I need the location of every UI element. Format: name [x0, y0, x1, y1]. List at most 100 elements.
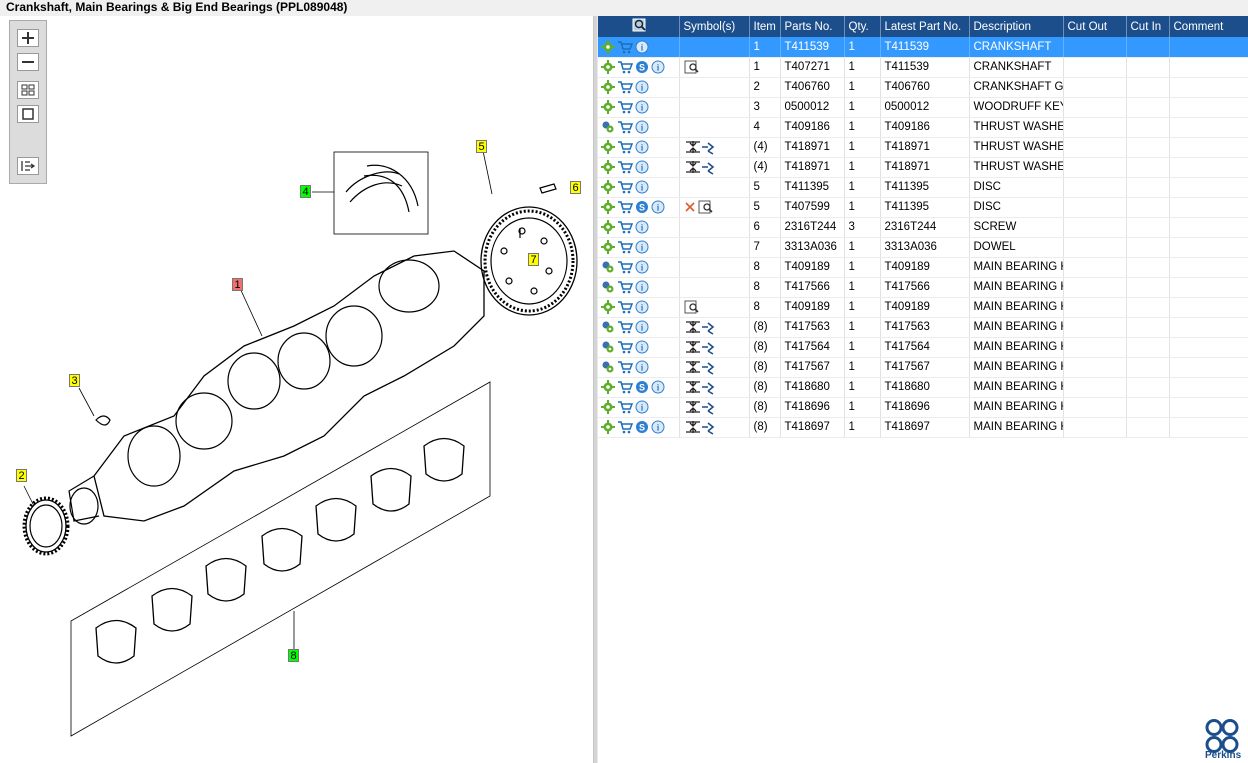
cart-icon[interactable] [617, 340, 633, 354]
info-icon[interactable]: i [635, 280, 649, 294]
cart-icon[interactable] [617, 160, 633, 174]
multi-gear-icon[interactable] [601, 360, 615, 374]
service-icon[interactable]: S [635, 380, 649, 394]
column-header-parts-no[interactable]: Parts No. [780, 16, 845, 37]
supersession-icon[interactable] [684, 359, 716, 375]
gear-icon[interactable] [601, 60, 615, 74]
info-icon[interactable]: i [651, 60, 665, 74]
cross-icon[interactable] [684, 201, 696, 213]
service-icon[interactable]: S [635, 420, 649, 434]
info-icon[interactable]: i [635, 240, 649, 254]
column-header-cut-out[interactable]: Cut Out [1063, 16, 1127, 37]
callout-3[interactable]: 3 [69, 374, 80, 387]
supersession-icon[interactable] [684, 339, 716, 355]
cart-icon[interactable] [617, 260, 633, 274]
multi-gear-icon[interactable] [601, 280, 615, 294]
info-icon[interactable]: i [635, 160, 649, 174]
illustration-panel[interactable]: 1 2 3 4 5 6 7 8 [4, 16, 593, 763]
gear-icon[interactable] [601, 300, 615, 314]
panel-splitter[interactable] [593, 16, 598, 763]
gear-icon[interactable] [601, 220, 615, 234]
callout-5[interactable]: 5 [476, 140, 487, 153]
callout-2[interactable]: 2 [16, 469, 27, 482]
service-icon[interactable]: S [635, 60, 649, 74]
callout-6[interactable]: 6 [570, 181, 581, 194]
info-icon[interactable]: i [635, 180, 649, 194]
cart-icon[interactable] [617, 320, 633, 334]
info-icon[interactable]: i [635, 100, 649, 114]
cart-icon[interactable] [617, 400, 633, 414]
multi-gear-icon[interactable] [601, 260, 615, 274]
callout-4[interactable]: 4 [300, 185, 311, 198]
column-header-comment[interactable]: Comment [1169, 16, 1248, 37]
cart-icon[interactable] [617, 360, 633, 374]
cart-icon[interactable] [617, 60, 633, 74]
cart-icon[interactable] [617, 140, 633, 154]
info-icon[interactable]: i [635, 120, 649, 134]
fit-view-button[interactable] [17, 81, 39, 99]
cart-icon[interactable] [617, 280, 633, 294]
document-search-icon[interactable] [684, 300, 700, 314]
supersession-icon[interactable] [684, 159, 716, 175]
gear-icon[interactable] [601, 420, 615, 434]
actual-size-button[interactable] [17, 105, 39, 123]
supersession-icon[interactable] [684, 139, 716, 155]
gear-icon[interactable] [601, 400, 615, 414]
supersession-icon[interactable] [684, 319, 716, 335]
cart-icon[interactable] [617, 420, 633, 434]
zoom-in-button[interactable] [17, 29, 39, 47]
gear-icon[interactable] [601, 80, 615, 94]
cart-icon[interactable] [617, 120, 633, 134]
service-icon[interactable]: S [635, 200, 649, 214]
gear-icon[interactable] [601, 240, 615, 254]
cart-icon[interactable] [617, 100, 633, 114]
multi-gear-icon[interactable] [601, 320, 615, 334]
gear-icon[interactable] [601, 200, 615, 214]
supersession-icon[interactable] [684, 399, 716, 415]
info-icon[interactable]: i [635, 140, 649, 154]
cart-icon[interactable] [617, 40, 633, 54]
toggle-panel-button[interactable] [17, 157, 39, 175]
gear-icon[interactable] [601, 380, 615, 394]
info-icon[interactable]: i [635, 80, 649, 94]
info-icon[interactable]: i [635, 220, 649, 234]
gear-icon[interactable] [601, 100, 615, 114]
column-header-qty[interactable]: Qty. [844, 16, 881, 37]
multi-gear-icon[interactable] [601, 120, 615, 134]
column-header-description[interactable]: Description [969, 16, 1064, 37]
supersession-icon[interactable] [684, 379, 716, 395]
cart-icon[interactable] [617, 200, 633, 214]
cart-icon[interactable] [617, 380, 633, 394]
info-icon[interactable]: i [635, 340, 649, 354]
multi-gear-icon[interactable] [601, 340, 615, 354]
info-icon[interactable]: i [635, 300, 649, 314]
supersession-icon[interactable] [684, 419, 716, 435]
info-icon[interactable]: i [635, 320, 649, 334]
column-header-latest-part-no[interactable]: Latest Part No. [880, 16, 970, 37]
cart-icon[interactable] [617, 300, 633, 314]
column-header-item[interactable]: Item [749, 16, 781, 37]
cart-icon[interactable] [617, 80, 633, 94]
callout-8[interactable]: 8 [288, 649, 299, 662]
cart-icon[interactable] [617, 240, 633, 254]
gear-icon[interactable] [601, 140, 615, 154]
column-header-symbols[interactable]: Symbol(s) [679, 16, 750, 37]
cart-icon[interactable] [617, 180, 633, 194]
info-icon[interactable]: i [651, 420, 665, 434]
cart-icon[interactable] [617, 220, 633, 234]
column-header-icons[interactable] [598, 16, 680, 37]
